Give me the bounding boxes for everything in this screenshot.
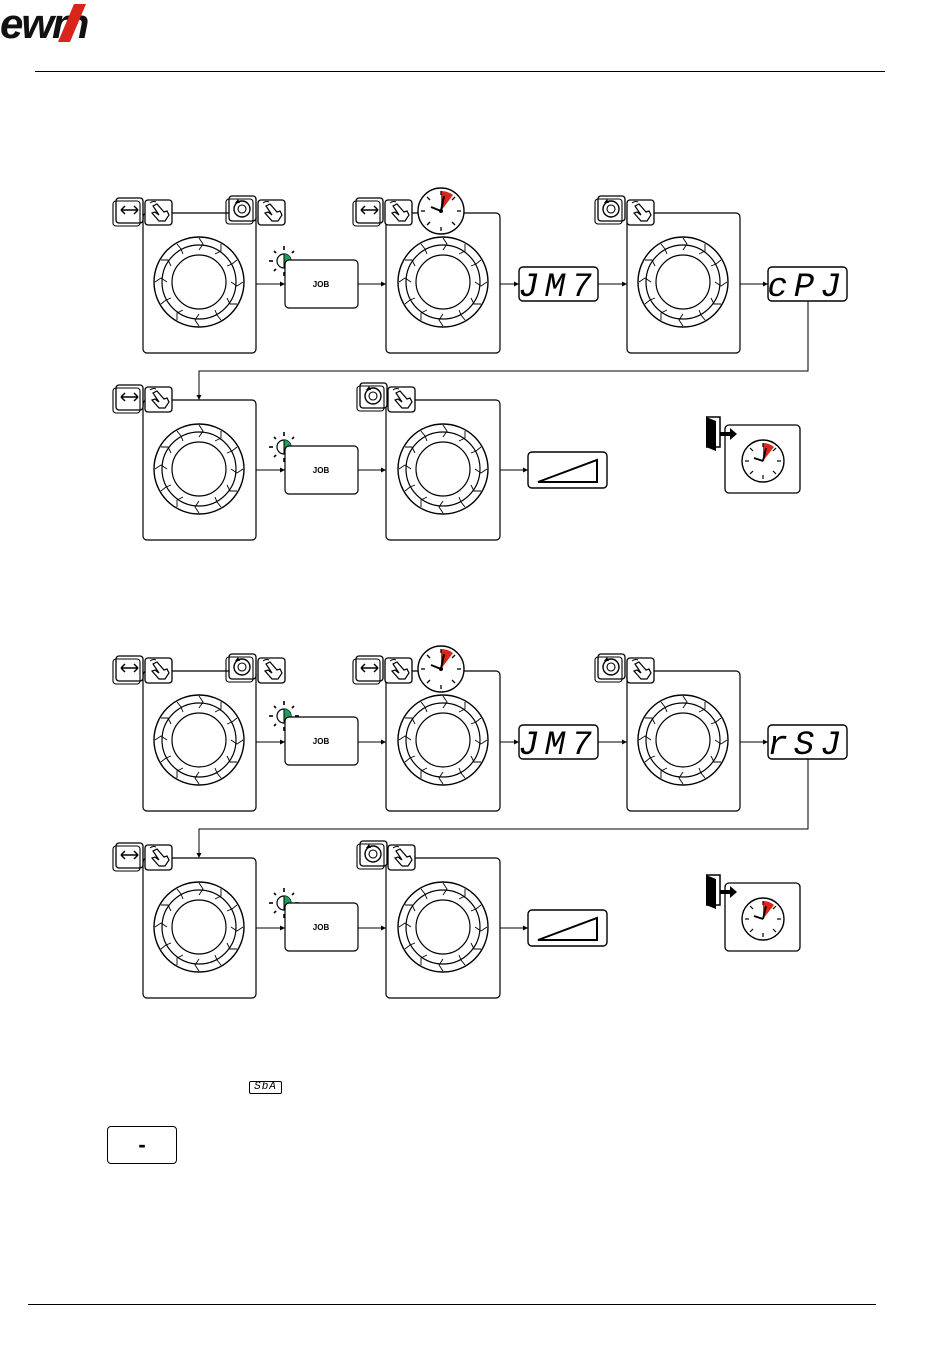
select-arrows-icon (113, 843, 143, 871)
rotary-knob-icon[interactable] (154, 424, 244, 514)
exit-door-icon (706, 875, 800, 951)
hand-press-icon (145, 845, 172, 870)
rotary-knob-icon[interactable] (154, 882, 244, 972)
rotary-knob-icon[interactable] (154, 237, 244, 327)
segment-display-text: cPJ (767, 269, 846, 307)
hand-press-icon (258, 658, 285, 683)
segment-display-text: JM7 (518, 727, 597, 765)
job-button-label: JOB (313, 466, 330, 475)
hand-press-icon (388, 387, 415, 412)
select-arrows-icon (113, 656, 143, 684)
rotate-hand-icon (226, 654, 256, 682)
hand-press-icon (145, 200, 172, 225)
rotate-hand-icon (357, 383, 387, 411)
select-arrows-icon (113, 198, 143, 226)
bottom-divider (28, 1304, 876, 1305)
rotary-knob-icon[interactable] (398, 695, 488, 785)
rotary-knob-icon[interactable] (398, 237, 488, 327)
hand-press-icon (388, 845, 415, 870)
small-segment-display: SbA (249, 1081, 282, 1094)
rotary-knob-icon[interactable] (638, 695, 728, 785)
rotate-hand-icon (226, 196, 256, 224)
procedure-diagram-bottom: JOB JOB JM7 rSJ (0, 638, 950, 1008)
timer-icon (418, 188, 464, 234)
job-button-label: JOB (313, 737, 330, 746)
segment-display-text: JM7 (518, 269, 597, 307)
hand-press-icon (627, 200, 654, 225)
rotary-knob-icon[interactable] (154, 695, 244, 785)
hand-press-icon (627, 658, 654, 683)
hand-press-icon (385, 658, 412, 683)
rotary-knob-icon[interactable] (398, 882, 488, 972)
job-button-label: JOB (313, 923, 330, 932)
hand-press-icon (385, 200, 412, 225)
rotary-knob-icon[interactable] (638, 237, 728, 327)
hand-press-icon (145, 387, 172, 412)
minus-button[interactable]: - (107, 1126, 177, 1164)
hand-press-icon (145, 658, 172, 683)
hand-press-icon (258, 200, 285, 225)
timer-icon (418, 646, 464, 692)
select-arrows-icon (353, 656, 383, 684)
ewm-logo: ewm (0, 0, 130, 46)
rotate-hand-icon (357, 841, 387, 869)
top-divider (35, 71, 885, 72)
job-button-label: JOB (313, 280, 330, 289)
select-arrows-icon (353, 198, 383, 226)
rotary-knob-icon[interactable] (398, 424, 488, 514)
exit-door-icon (706, 417, 800, 493)
procedure-diagram-top: JOB JOB JM7 cPJ (0, 180, 950, 550)
segment-display-text: rSJ (767, 727, 846, 765)
rotate-hand-icon (595, 654, 625, 682)
rotate-hand-icon (595, 196, 625, 224)
select-arrows-icon (113, 385, 143, 413)
